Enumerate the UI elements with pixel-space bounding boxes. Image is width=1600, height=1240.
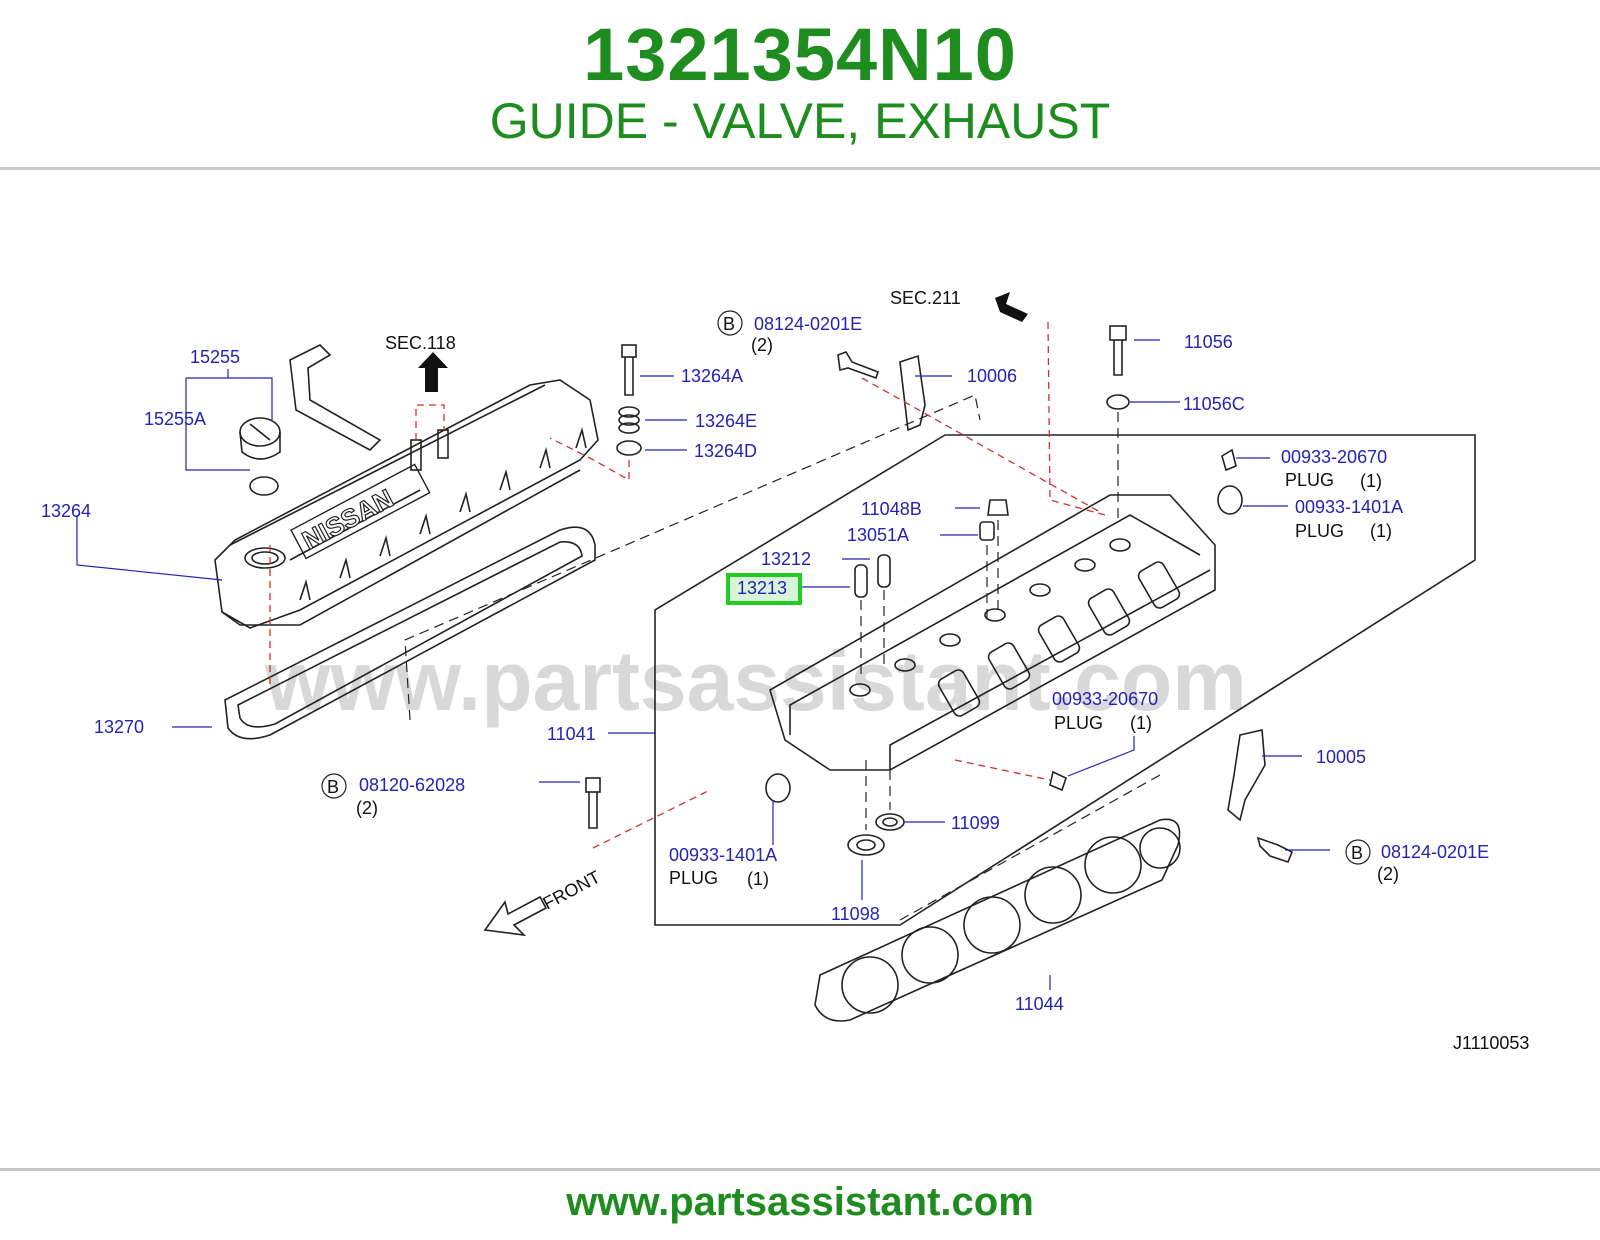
part-label-10006[interactable]: 10006 [967, 366, 1017, 386]
part-label-13264e[interactable]: 13264E [695, 411, 757, 431]
plug-label-bot: PLUG [669, 868, 718, 888]
front-label: FRONT [539, 867, 603, 914]
part-label-11041[interactable]: 11041 [547, 724, 596, 744]
sec118-label[interactable]: SEC.118 [385, 333, 456, 353]
plug-label-top-2: PLUG [1295, 521, 1344, 541]
part-label-11048b[interactable]: 11048B [861, 499, 922, 519]
part-label-08120-62028[interactable]: 08120-62028 [359, 775, 465, 795]
part-qty-08124-top: (2) [751, 335, 773, 355]
plug-qty-top: (1) [1360, 471, 1382, 491]
bolt-marker-top: B [717, 310, 743, 336]
plug-qty-mid: (1) [1130, 713, 1152, 733]
footer-divider [0, 1168, 1600, 1171]
page-subtitle-description: GUIDE - VALVE, EXHAUST [489, 93, 1111, 149]
page-title-part-number: 1321354N10 [583, 13, 1017, 96]
svg-text:B: B [1351, 843, 1363, 863]
plug-qty-bot: (1) [747, 869, 769, 889]
part-label-11099[interactable]: 11099 [951, 813, 1000, 833]
part-label-00933-1401a-top[interactable]: 00933-1401A [1295, 497, 1403, 517]
cylinder-head-drawing [483, 292, 1476, 1022]
part-label-15255a[interactable]: 15255A [144, 409, 206, 429]
part-label-13213[interactable]: 13213 [737, 578, 787, 598]
part-label-13051a[interactable]: 13051A [847, 525, 909, 545]
part-label-13270[interactable]: 13270 [94, 717, 144, 737]
plug-label-top: PLUG [1285, 470, 1334, 490]
part-label-08124-bot[interactable]: 08124-0201E [1381, 842, 1489, 862]
bolt-marker-right: B [1345, 839, 1371, 865]
plug-label-mid: PLUG [1054, 713, 1103, 733]
part-label-11098[interactable]: 11098 [831, 904, 880, 924]
svg-text:B: B [327, 777, 339, 797]
highlighted-part-box [726, 573, 802, 605]
plug-qty-top-2: (1) [1370, 521, 1392, 541]
part-label-00933-1401a-bot[interactable]: 00933-1401A [669, 845, 777, 865]
header-divider [0, 167, 1600, 170]
diagram-code: J1110053 [1453, 1033, 1529, 1053]
part-label-13264a[interactable]: 13264A [681, 366, 743, 386]
part-label-13212[interactable]: 13212 [761, 549, 811, 569]
part-label-15255[interactable]: 15255 [190, 347, 240, 367]
part-label-11044[interactable]: 11044 [1015, 994, 1064, 1014]
leader-lines [76, 339, 1330, 990]
part-qty-08120-62028: (2) [356, 798, 378, 818]
part-label-00933-20670-mid[interactable]: 00933-20670 [1052, 689, 1158, 709]
part-label-13264[interactable]: 13264 [41, 501, 91, 521]
part-label-10005[interactable]: 10005 [1316, 747, 1366, 767]
svg-text:B: B [723, 314, 735, 334]
part-label-13264d[interactable]: 13264D [694, 441, 757, 461]
sec211-label[interactable]: SEC.211 [890, 288, 961, 308]
part-label-00933-20670-top[interactable]: 00933-20670 [1281, 447, 1387, 467]
footer-url[interactable]: www.partsassistant.com [566, 1180, 1034, 1224]
part-qty-08124-bot: (2) [1377, 864, 1399, 884]
part-label-11056c[interactable]: 11056C [1183, 394, 1245, 414]
part-label-08124-top[interactable]: 08124-0201E [754, 314, 862, 334]
part-label-11056[interactable]: 11056 [1184, 332, 1233, 352]
bolt-marker-left: B [321, 773, 347, 799]
